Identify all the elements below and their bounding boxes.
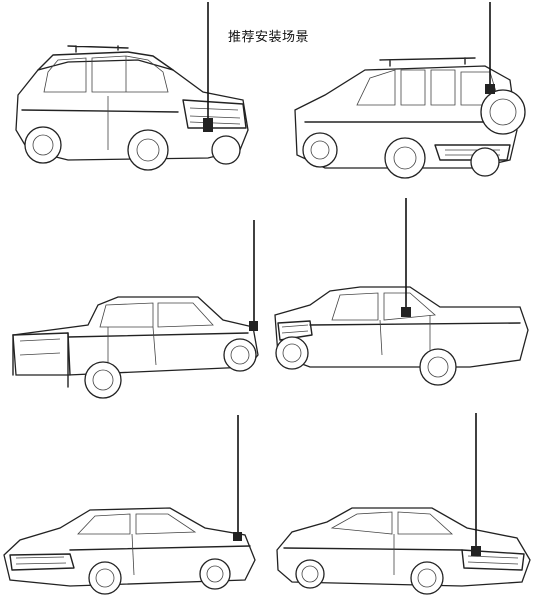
scene-pickup-rear [8,215,268,405]
sedan-wheels [295,559,444,595]
antenna [485,2,495,94]
sedan-body [276,507,531,587]
sedan-body [3,507,256,587]
sedan-left-illustration [3,415,256,595]
antenna [471,413,481,556]
spare-wheel [480,89,526,135]
suv-wheels [302,132,500,179]
antenna [249,220,258,331]
pickup-rear-illustration [12,220,259,399]
sedan-right-illustration [276,413,531,595]
antenna [233,415,242,541]
suv-body [294,57,518,169]
scene-suv-front [8,0,258,185]
pickup-wheels [275,336,457,386]
suv-wheels [24,126,241,171]
suv-rear-illustration [294,2,526,179]
sedan-wheels [88,558,231,595]
pickup-body [12,296,259,388]
antenna [203,2,213,132]
scene-sedan-left [0,410,265,598]
page-title: 推荐安装场景 [228,30,310,45]
scene-suv-rear [285,0,540,190]
scene-pickup-front [270,195,535,395]
suv-front-illustration [15,2,249,171]
pickup-wheels [84,338,257,399]
pickup-front-illustration [274,198,529,386]
antenna [401,198,411,317]
pickup-body [274,286,529,368]
scene-sedan-right [272,410,537,598]
suv-body [15,45,249,161]
